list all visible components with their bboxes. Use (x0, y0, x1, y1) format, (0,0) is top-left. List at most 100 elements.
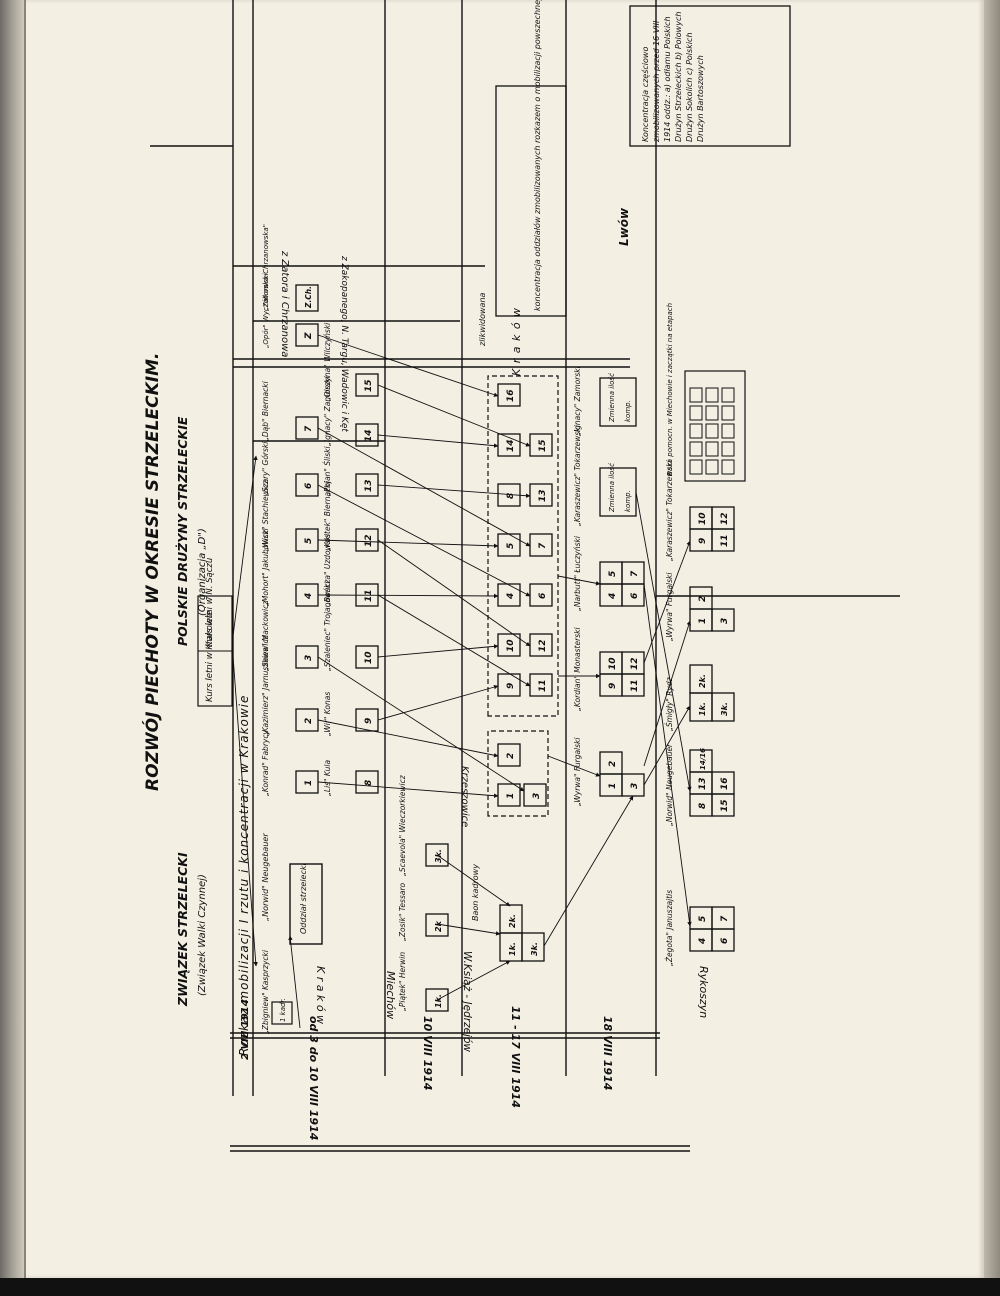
connection-arrows (232, 334, 692, 1029)
miechow-box-3k (425, 843, 449, 867)
pds-subtitle: (Organizacja „D") (197, 528, 208, 616)
place-zlikwidowana: zlikwidowana (478, 292, 487, 347)
person-wyrwa2: „Wyrwa" Furgalski (665, 572, 674, 641)
pds-row2-people: „Lis" Kula „Wir" Konas „Szaleniec" Troja… (323, 322, 332, 796)
arrow-z-k (317, 334, 499, 397)
person-wicz: „Wicz" Stachiewicz (261, 479, 270, 551)
r18-box-1416 (689, 749, 713, 773)
r11-3: 3 (630, 783, 640, 789)
k10-13: 13 (538, 489, 548, 502)
baza-cell (689, 441, 703, 457)
r18-13: 13 (698, 777, 708, 790)
unit-15: 15 (364, 379, 374, 392)
person-kordian: „Kordian" Monasterski (573, 627, 582, 711)
arrow-5-k (317, 539, 499, 549)
r11-12: 12 (630, 657, 640, 670)
unit-7: 7 (304, 425, 314, 432)
baza-cell (705, 387, 719, 403)
unit-3: 3 (304, 655, 314, 661)
person-zegota: „Żegota" Januszajtis (665, 890, 674, 966)
arrow-baon-11-3 (543, 795, 634, 947)
page-title: ROZWÓJ PIECHOTY W OKRESIE STRZELECKIM. (141, 353, 163, 791)
r11-komp-1: komp. (624, 490, 632, 512)
pds-title: POLSKIE DRUŻYNY STRZELECKIE (175, 416, 190, 646)
baza-cell (689, 405, 703, 421)
r11-11: 11 (630, 679, 640, 692)
r18-3k: 3k. (720, 702, 729, 716)
k10-5: 5 (506, 543, 516, 549)
person-dab: „Dąb" Biernacki (261, 380, 270, 441)
date-column: 2 VIII 1914 od 3 do 10 VIII 1914 10 VIII… (240, 999, 614, 1140)
r18-1: 1 (698, 618, 708, 624)
r18-9: 9 (698, 538, 708, 544)
kadra-box-label: 1 kadr. (279, 998, 287, 1022)
r11-komp-box-2 (599, 377, 637, 427)
arrow-2-k (317, 719, 499, 758)
oddzial-label: Oddział strzelecki (299, 862, 308, 934)
arrow-10-k (377, 644, 499, 658)
r18-2: 2 (698, 596, 708, 602)
unit-6: 6 (304, 483, 314, 489)
zs-title: ZWIĄZEK STRZELECKI (175, 852, 190, 1007)
unit-8: 8 (364, 780, 374, 786)
baon-box-2k (499, 904, 523, 934)
r18-1k: 1k. (698, 702, 707, 716)
person-zosik: „Zosik" Tessaro (398, 882, 407, 941)
baza-label: Baza pomocn. w Miechowie i zaczątki na e… (666, 303, 674, 476)
baon-3k: 3k. (530, 942, 539, 956)
k10-11: 11 (538, 679, 548, 692)
r11-5: 5 (608, 571, 618, 577)
place-ksiaz: W.Książ - Jędrzejów (461, 951, 473, 1052)
arrow-kurs-sacz (232, 455, 258, 637)
baza-cell (705, 423, 719, 439)
baza-cell (689, 459, 703, 475)
baza-cell (721, 423, 735, 439)
row-11-17: „Wyrwa" Furgalski 1 2 3 „Kordian" Monast… (573, 365, 645, 806)
scan-bottom-bar (0, 1278, 1000, 1296)
baza-cell (721, 387, 735, 403)
k10-14: 14 (506, 439, 516, 452)
baon-box-3k (521, 932, 545, 962)
grid-10-viii: 1 2 3 9 10 4 5 8 14 16 11 12 6 7 13 15 (487, 375, 559, 817)
r18-box-16 (711, 771, 735, 795)
arrow-12-k (377, 539, 531, 647)
zs-subtitle: (Związek Walki Czynnej) (197, 874, 208, 996)
arrow-miechow-baon-1 (436, 960, 511, 1001)
unit-10: 10 (364, 651, 374, 664)
arrow-miechow-baon-3 (436, 854, 511, 907)
kurs-krakow: Kurs letni w Krakowie (205, 611, 215, 702)
r11-zmienna-1: Zmienna ilość (608, 462, 616, 513)
person-olszyna: „Olszyna" Wilczyński (323, 322, 332, 401)
person-kazimierz: „Kazimierz" Jarnuszkiewicz (261, 634, 270, 736)
k10-15: 15 (538, 439, 548, 452)
person-smigly: „Śmigły" Rydz (665, 676, 674, 731)
k10-4: 4 (506, 593, 516, 600)
arrow-14-k (377, 434, 499, 448)
r11-10: 10 (608, 657, 618, 670)
lwow-label: Lwów (617, 207, 631, 246)
unit-14: 14 (364, 429, 374, 442)
k10-3: 3 (532, 793, 542, 799)
arrow-15-k (377, 384, 531, 447)
date-2-viii: 2 VIII 1914 (240, 999, 251, 1060)
person-ignacy-early: „Ignacy" Zamorski (323, 375, 332, 446)
arrow-11-18-a (643, 705, 691, 786)
arrow-13-k (377, 484, 531, 498)
baza-cell (689, 387, 703, 403)
miechow-1k: 1k. (434, 994, 443, 1008)
arrow-k-11-1 (547, 755, 601, 777)
baon-2k: 2k. (508, 914, 517, 928)
place-labels: K r a k ó w Miechów W.Książ - Jędrzejów … (279, 250, 710, 1052)
person-narbutt: „Narbutt" Łuczyński (573, 535, 582, 611)
baza-cell (721, 459, 735, 475)
r18-2k: 2k. (698, 674, 707, 688)
r18-box-2k (689, 664, 713, 694)
arrow-6-k (317, 484, 531, 597)
date-18: 18 VIII 1914 (601, 1016, 614, 1090)
krakow-koncentracja-box (495, 85, 567, 317)
lwow-box (629, 5, 791, 147)
miechow-box-2k (425, 913, 449, 937)
place-krakow: K r a k ó w (314, 966, 327, 1024)
person-norwid-late: „Norwid" Neugebauer (665, 743, 674, 826)
r18-4: 4 (698, 938, 708, 945)
